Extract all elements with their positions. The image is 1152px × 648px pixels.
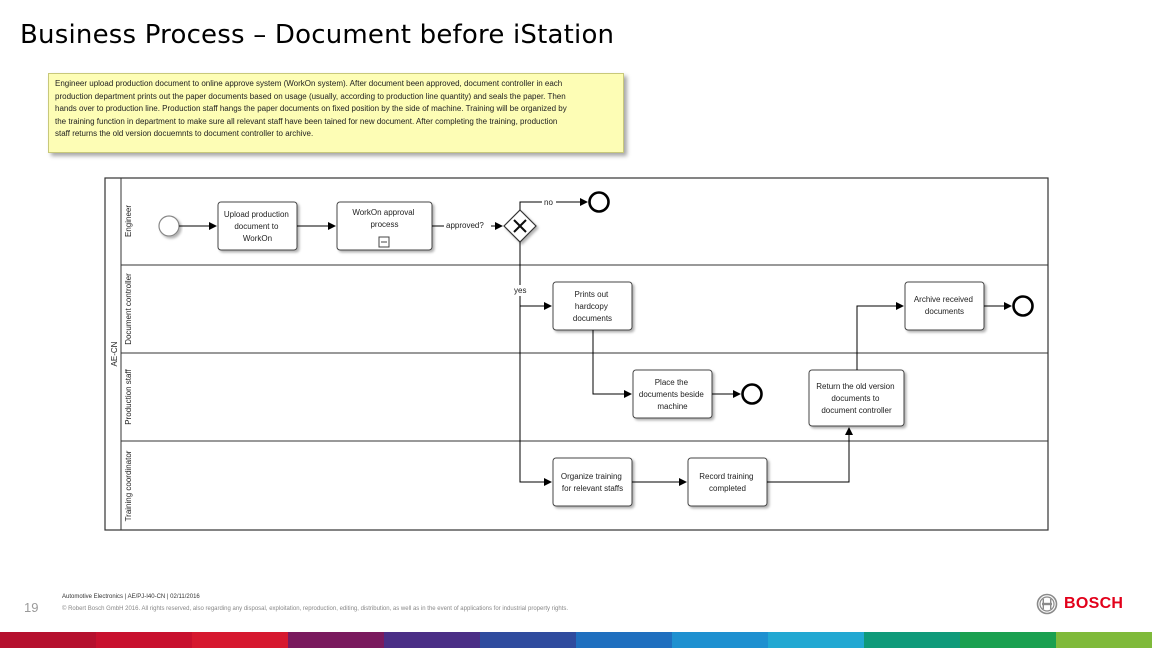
lane-label-engineer: Engineer xyxy=(124,205,133,237)
task-organize-label: for relevant staffs xyxy=(562,484,623,493)
pool-label: AE-CN xyxy=(110,341,119,366)
end-event-archived xyxy=(1012,295,1034,317)
svg-text:Upload production document: Upload production document to WorkOn xyxy=(224,210,291,243)
svg-text:Archive received documents: Archive received documents xyxy=(914,295,975,316)
bosch-armature-icon xyxy=(1036,593,1058,615)
svg-text:Record training completed: Record training completed xyxy=(699,472,755,493)
color-band-segment xyxy=(480,632,576,648)
task-prints-label: Prints out xyxy=(574,290,609,299)
subprocess-label: process xyxy=(370,220,398,229)
color-band-segment xyxy=(960,632,1056,648)
task-record-label: completed xyxy=(709,484,746,493)
slide-title: Business Process – Document before iStat… xyxy=(20,20,615,50)
flow-label-yes: yes xyxy=(514,286,526,295)
svg-text:Prints out hardcopy do: Prints out hardcopy documents xyxy=(573,290,612,323)
note-line: hands over to production line. Productio… xyxy=(55,104,567,114)
note-line: the training function in department to m… xyxy=(55,116,558,126)
svg-text:Place the documents beside: Place the documents beside machine xyxy=(639,378,706,411)
start-event xyxy=(158,215,180,237)
color-band-segment xyxy=(0,632,96,648)
page-number: 19 xyxy=(24,600,39,615)
color-band-segment xyxy=(768,632,864,648)
color-band-segment xyxy=(288,632,384,648)
footer-meta: Automotive Electronics | AE/PJ-I40-CN | … xyxy=(62,594,200,600)
task-place-label: Place the xyxy=(655,378,689,387)
task-record-label: Record training xyxy=(699,472,753,481)
logo-text: BOSCH xyxy=(1064,595,1124,612)
process-description-note: Engineer upload production document to o… xyxy=(48,73,624,153)
note-line: staff returns the old version docuemnts … xyxy=(55,129,314,139)
task-upload-label: WorkOn xyxy=(243,234,272,243)
task-organize-label: Organize training xyxy=(561,472,622,481)
task-return-label: document controller xyxy=(821,406,892,415)
flow-label-approved: approved? xyxy=(446,221,484,230)
color-band-segment xyxy=(192,632,288,648)
note-line: production department prints out the pap… xyxy=(55,91,566,101)
end-event-placed xyxy=(741,383,763,405)
end-event-rejected xyxy=(588,191,610,213)
task-place-label: machine xyxy=(657,402,688,411)
footer-copyright: © Robert Bosch GmbH 2016. All rights res… xyxy=(62,606,569,612)
color-band-segment xyxy=(864,632,960,648)
task-prints-label: documents xyxy=(573,314,612,323)
svg-text:Organize training for rele: Organize training for relevant staffs xyxy=(561,472,624,493)
subprocess-label: WorkOn approval xyxy=(352,208,414,217)
task-return-label: Return the old version xyxy=(816,382,894,391)
bosch-logo: BOSCH xyxy=(1036,593,1123,615)
task-upload-label: Upload production xyxy=(224,210,289,219)
color-band-segment xyxy=(384,632,480,648)
lane-label-document-controller: Document controller xyxy=(124,273,133,345)
task-record-training xyxy=(687,457,768,507)
lane-label-training-coordinator: Training coordinator xyxy=(124,450,133,521)
sequence-flows xyxy=(179,198,1012,486)
task-archive-label: documents xyxy=(925,307,964,316)
task-upload-label: document to xyxy=(234,222,279,231)
task-place-label: documents beside xyxy=(639,390,704,399)
task-prints-label: hardcopy xyxy=(575,302,608,311)
task-archive xyxy=(904,281,985,331)
task-organize-training xyxy=(552,457,633,507)
color-band-segment xyxy=(576,632,672,648)
color-band-segment xyxy=(672,632,768,648)
task-archive-label: Archive received xyxy=(914,295,973,304)
flow-label-no: no xyxy=(544,198,553,207)
task-return-label: documents to xyxy=(831,394,880,403)
lane-label-production-staff: Production staff xyxy=(124,369,133,425)
svg-text:Return the old version doc: Return the old version documents to docu… xyxy=(816,382,897,415)
color-band-segment xyxy=(1056,632,1152,648)
color-band-segment xyxy=(96,632,192,648)
svg-text:WorkOn approval process: WorkOn approval process xyxy=(352,208,416,229)
note-line: Engineer upload production document to o… xyxy=(55,79,563,88)
color-band xyxy=(0,632,1152,648)
